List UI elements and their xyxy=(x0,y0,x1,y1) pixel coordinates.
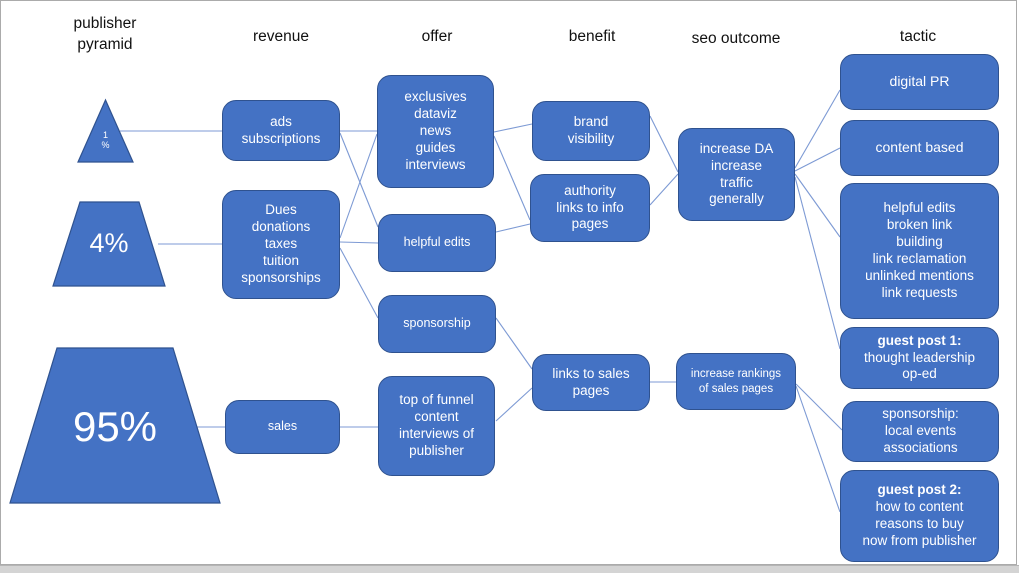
column-header-revenue: revenue xyxy=(252,28,309,45)
node-exclusives-line: news xyxy=(419,123,452,139)
node-link-building-tactics-line: unlinked mentions xyxy=(865,267,974,283)
connector-increase-da-traffic--digital-pr xyxy=(794,89,841,169)
node-sponsorship-local-events-line: associations xyxy=(883,439,958,455)
connector-increase-da-traffic--link-building-tactics xyxy=(794,173,841,238)
column-header-publisher-pyramid: publisher pyramid xyxy=(73,15,137,53)
node-dues-donations-line: sponsorships xyxy=(241,269,321,285)
node-link-building-tactics-line: link requests xyxy=(881,284,958,300)
node-content-based: content based xyxy=(840,120,999,176)
pyramid-tier-4-percent xyxy=(52,201,166,287)
node-top-of-funnel-line: top of funnel xyxy=(399,392,474,408)
node-sales-line: sales xyxy=(267,419,298,434)
node-digital-pr: digital PR xyxy=(840,54,999,110)
node-authority-links-info-line: authority xyxy=(564,182,616,198)
node-increase-rankings-sales-line: increase rankings xyxy=(690,368,782,381)
connector-increase-rankings-sales--guest-post-2 xyxy=(795,385,841,513)
node-increase-da-traffic-line: increase DA xyxy=(699,140,774,156)
node-brand-visibility-line: brand xyxy=(573,114,609,130)
node-exclusives-line: guides xyxy=(415,139,456,155)
node-dues-donations-line: donations xyxy=(251,219,311,235)
node-sponsorship-line: sponsorship xyxy=(403,316,471,331)
node-top-of-funnel-line: interviews of xyxy=(398,426,475,441)
node-guest-post-1-line: guest post 1: xyxy=(877,332,962,348)
node-guest-post-2-line: guest post 2: xyxy=(877,482,962,498)
node-exclusives-line: exclusives xyxy=(404,89,467,105)
node-sponsorship-local-events-line: sponsorship: xyxy=(882,406,959,422)
node-increase-rankings-sales-line: of sales pages xyxy=(698,382,774,395)
node-authority-links-info-line: links to info xyxy=(556,199,624,215)
node-link-building-tactics-line: link reclamation xyxy=(872,251,967,266)
column-header-benefit: benefit xyxy=(568,28,616,45)
column-header-offer: offer xyxy=(421,28,453,45)
node-guest-post-1-line: op-ed xyxy=(902,366,937,382)
column-header-tactic: tactic xyxy=(899,28,937,45)
connector-dues-donations--helpful-edits xyxy=(339,241,379,244)
node-brand-visibility-line: visibility xyxy=(567,131,615,146)
node-guest-post-2-line: now from publisher xyxy=(862,532,977,548)
node-guest-post-1-line: thought leadership xyxy=(863,349,976,365)
pyramid-tier-95-percent-label: 95% xyxy=(72,403,158,451)
connector-exclusives--authority-links-info xyxy=(493,135,531,221)
connector-increase-da-traffic--guest-post-1 xyxy=(794,176,841,350)
node-helpful-edits: helpful edits xyxy=(378,214,496,272)
node-dues-donations-line: Dues xyxy=(265,202,297,218)
node-ads-subscriptions-line: subscriptions xyxy=(241,130,321,146)
node-sales: sales xyxy=(225,400,340,454)
node-link-building-tactics-line: helpful edits xyxy=(883,200,956,216)
pyramid-tier-1-percent xyxy=(77,98,134,163)
node-guest-post-2-line: reasons to buy xyxy=(875,516,964,531)
node-dues-donations-line: taxes xyxy=(264,236,298,252)
node-increase-da-traffic-line: traffic xyxy=(720,174,753,190)
node-links-to-sales-pages-line: links to sales xyxy=(552,365,630,381)
node-exclusives-line: dataviz xyxy=(414,106,457,122)
connector-brand-visibility--increase-da-traffic xyxy=(649,115,679,173)
node-link-building-tactics-line: building xyxy=(896,234,943,250)
node-guest-post-2-line: how to content xyxy=(875,499,964,515)
node-exclusives-line: interviews xyxy=(405,156,466,172)
pyramid-tier-1-percent-label: 1 % xyxy=(101,130,110,150)
connector-increase-da-traffic--content-based xyxy=(794,147,841,172)
node-digital-pr-line: digital PR xyxy=(889,73,950,90)
connector-ads-subscriptions--helpful-edits xyxy=(339,132,379,228)
node-sponsorship: sponsorship xyxy=(378,295,496,353)
connector-exclusives--brand-visibility xyxy=(493,123,533,133)
node-helpful-edits-line: helpful edits xyxy=(403,235,471,250)
node-links-to-sales-pages-line: pages xyxy=(572,382,610,398)
node-increase-da-traffic-line: generally xyxy=(709,191,764,207)
connector-helpful-edits--authority-links-info xyxy=(495,223,531,233)
node-link-building-tactics-line: broken link xyxy=(886,217,953,233)
pyramid-tier-95-percent xyxy=(9,347,221,504)
slide-bottom-edge xyxy=(0,565,1019,573)
connector-top-of-funnel--links-to-sales-pages xyxy=(495,387,533,422)
node-increase-da-traffic-line: increase xyxy=(710,157,763,173)
node-dues-donations-line: tuition xyxy=(262,252,300,268)
node-content-based-line: content based xyxy=(875,139,964,156)
connector-increase-rankings-sales--sponsorship-local-events xyxy=(795,383,843,431)
column-header-seo-outcome: seo outcome xyxy=(691,30,781,47)
connector-dues-donations--exclusives xyxy=(339,133,378,239)
connector-authority-links-info--increase-da-traffic xyxy=(649,173,679,206)
connector-sponsorship--links-to-sales-pages xyxy=(495,317,533,370)
node-authority-links-info-line: pages xyxy=(571,216,609,232)
pyramid-tier-4-percent-label: 4% xyxy=(89,228,129,259)
node-sponsorship-local-events-line: local events xyxy=(884,423,957,439)
node-top-of-funnel-line: content xyxy=(414,409,459,425)
node-top-of-funnel-line: publisher xyxy=(409,442,464,458)
connector-dues-donations--sponsorship xyxy=(339,247,379,319)
node-ads-subscriptions-line: ads xyxy=(270,113,292,129)
